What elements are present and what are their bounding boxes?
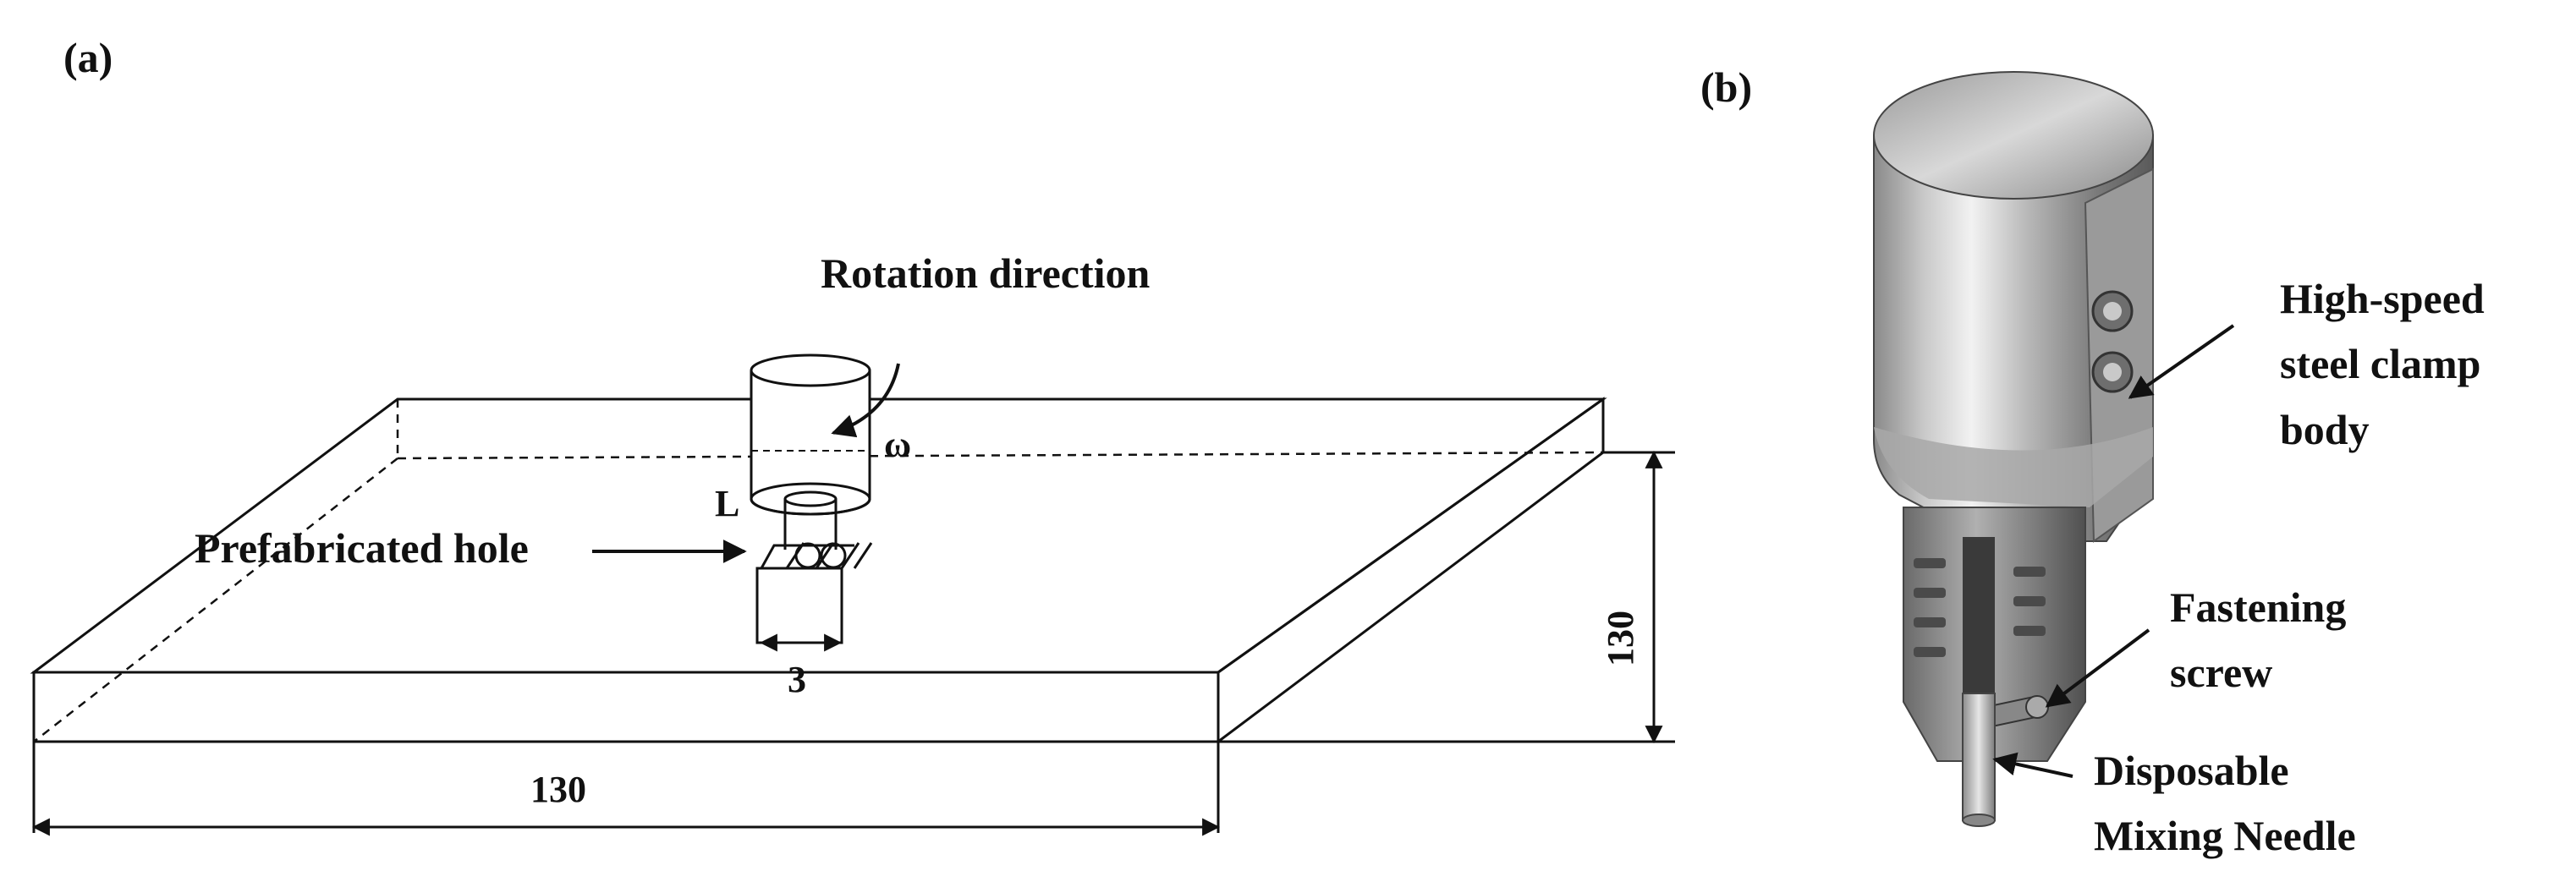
length-dimension bbox=[31, 742, 1221, 836]
needle-label: Disposable Mixing Needle bbox=[2094, 747, 2356, 859]
rotation-arrow bbox=[831, 363, 900, 438]
clamp-label-line-1: High-speed bbox=[2280, 275, 2485, 322]
clamp-label-line-2: steel clamp bbox=[2280, 340, 2480, 387]
panel-b: (b) bbox=[1700, 63, 2495, 859]
clamp-chamfer bbox=[1874, 427, 2153, 507]
length-symbol: L bbox=[715, 483, 739, 524]
plate-right-face bbox=[1217, 397, 1605, 745]
needle-label-line-1: Disposable bbox=[2094, 747, 2289, 794]
mixing-needle bbox=[1962, 693, 1996, 821]
screw-label-line-1: Fastening bbox=[2170, 583, 2346, 631]
plate bbox=[30, 397, 1607, 745]
clamp-bolts bbox=[2091, 290, 2134, 393]
screw-label: Fastening screw bbox=[2170, 583, 2357, 696]
clamp-body bbox=[1873, 134, 2154, 542]
clamp-top-face bbox=[1873, 71, 2154, 200]
tool-cylinder bbox=[750, 353, 871, 550]
side-screw bbox=[1981, 695, 2049, 729]
width-dim-label: 3 bbox=[788, 659, 806, 700]
panel-a: (a) bbox=[30, 34, 1675, 836]
omega-label: ω bbox=[884, 424, 911, 465]
tool-rendering bbox=[1873, 71, 2154, 827]
height-dim-label: 130 bbox=[1600, 611, 1641, 666]
panel-a-label: (a) bbox=[63, 34, 113, 81]
plate-front-face bbox=[32, 671, 1220, 743]
needle-arrow bbox=[1992, 752, 2073, 778]
rotation-label: Rotation direction bbox=[821, 249, 1151, 297]
clamp-label-line-3: body bbox=[2280, 406, 2370, 453]
height-dimension bbox=[1218, 450, 1675, 744]
hole-label: Prefabricated hole bbox=[195, 524, 529, 572]
panel-b-label: (b) bbox=[1700, 63, 1752, 111]
clamp-arrow bbox=[2128, 324, 2235, 399]
shank-grooves bbox=[1914, 558, 2046, 657]
screw-label-line-2: screw bbox=[2170, 649, 2272, 696]
needle-label-line-2: Mixing Needle bbox=[2094, 812, 2356, 859]
screw-arrow bbox=[2045, 628, 2150, 708]
length-dim-label: 130 bbox=[530, 769, 586, 810]
prefabricated-hole bbox=[755, 542, 873, 644]
plate-hidden-edges bbox=[33, 399, 1604, 742]
clamp-label: High-speed steel clamp body bbox=[2280, 275, 2495, 453]
